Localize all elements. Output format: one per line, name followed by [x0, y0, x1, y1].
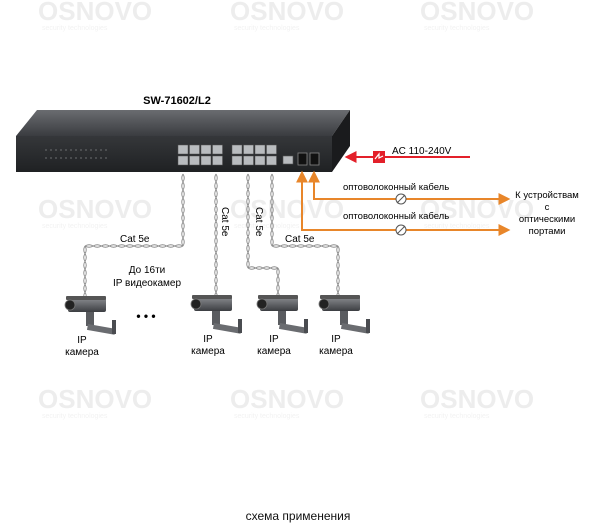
- power-label: AC 110-240V: [392, 146, 452, 157]
- destination-line: с: [545, 202, 550, 213]
- cable-label: Cat 5e: [120, 234, 150, 245]
- watermark-tagline: security technologies: [42, 413, 108, 420]
- watermark-brand: OSNOVO: [230, 384, 344, 414]
- camera-label: камера: [319, 346, 353, 357]
- watermark-brand: OSNOVO: [420, 0, 534, 26]
- twisted-pair-cable: [270, 173, 340, 301]
- rj45-port: [200, 155, 212, 166]
- watermark-tagline: security technologies: [424, 223, 490, 230]
- destination-line: портами: [529, 226, 566, 237]
- watermark-tagline: security technologies: [42, 223, 108, 230]
- rj45-port: [189, 155, 200, 166]
- camera-label: IP: [331, 334, 341, 345]
- rj45-port: [243, 144, 254, 155]
- camera-label: IP: [77, 335, 87, 346]
- power-input: AC 110-240V: [344, 146, 470, 163]
- rj45-port: [231, 155, 243, 166]
- rj45-port: [177, 144, 189, 155]
- destination-line: К устройствам: [515, 190, 579, 201]
- twisted-pair-cable: [214, 173, 218, 301]
- camera-count-note: IP видеокамер: [113, 278, 181, 289]
- camera-label: IP: [203, 334, 213, 345]
- rj45-port: [231, 144, 243, 155]
- watermark-brand: OSNOVO: [420, 384, 534, 414]
- watermark-brand: OSNOVO: [38, 194, 152, 224]
- rj45-port: [189, 144, 200, 155]
- rj45-port: [254, 144, 266, 155]
- rj45-port: [200, 144, 212, 155]
- fiber-connector-icon: [395, 224, 407, 236]
- ellipsis: • • •: [136, 309, 155, 323]
- cable-label: Cat 5e: [285, 234, 315, 245]
- camera-label: IP: [269, 334, 279, 345]
- twisted-pair-cable: [246, 173, 280, 301]
- rj45-port: [243, 155, 254, 166]
- camera-label: камера: [191, 346, 225, 357]
- rj45-port: [254, 155, 266, 166]
- sfp-port-2: [309, 152, 320, 166]
- cable-label: Cat 5e: [219, 207, 230, 237]
- destination-line: оптическими: [519, 214, 575, 225]
- rj45-port: [212, 155, 223, 166]
- cable-label: Cat 5e: [253, 207, 264, 237]
- switch-device: [16, 110, 350, 172]
- fiber-links: оптоволоконный кабель оптоволоконный каб…: [296, 170, 511, 236]
- rj45-port: [266, 155, 277, 166]
- watermark-tagline: security technologies: [42, 25, 108, 32]
- switch-model-label: SW-71602/L2: [143, 95, 211, 107]
- console-port: [282, 155, 294, 165]
- fiber-cable-label: оптоволоконный кабель: [343, 211, 449, 222]
- destination-label: К устройствам с оптическими портами: [515, 190, 579, 237]
- watermark-tagline: security technologies: [234, 223, 300, 230]
- sfp-port-1: [297, 152, 308, 166]
- fiber-connector-icon: [395, 193, 407, 205]
- copper-cables: [83, 173, 340, 301]
- watermark-tagline: security technologies: [234, 25, 300, 32]
- fiber-cable-label: оптоволоконный кабель: [343, 182, 449, 193]
- watermark-tagline: security technologies: [424, 413, 490, 420]
- camera-label: камера: [257, 346, 291, 357]
- rj45-port: [177, 155, 189, 166]
- watermark-tagline: security technologies: [234, 413, 300, 420]
- watermark-brand: OSNOVO: [38, 384, 152, 414]
- diagram-caption: схема применения: [245, 509, 351, 523]
- rj45-port: [266, 144, 277, 155]
- rj45-port: [212, 144, 223, 155]
- watermark-brand: OSNOVO: [230, 0, 344, 26]
- watermark-tagline: security technologies: [424, 25, 490, 32]
- rj45-port-block: [177, 144, 277, 166]
- twisted-pair-cable: [83, 173, 185, 301]
- camera-label: камера: [65, 347, 99, 358]
- watermark-brand: OSNOVO: [38, 0, 152, 26]
- camera-count-note: До 16ти: [129, 265, 166, 276]
- status-leds: [45, 149, 110, 159]
